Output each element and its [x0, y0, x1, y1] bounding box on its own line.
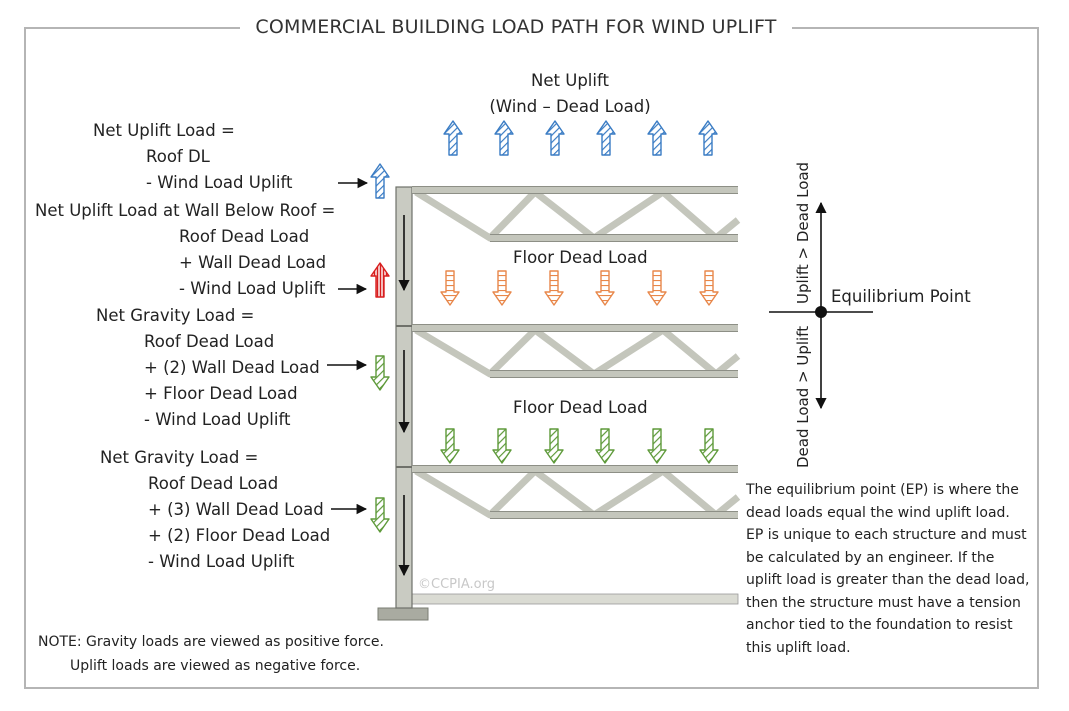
foundation-footing — [377, 607, 429, 621]
floor-truss-lower — [412, 465, 741, 519]
roof-uplift-arrow-icon — [370, 163, 390, 199]
equilibrium-axis — [769, 201, 873, 410]
gravity-label-block-1: Net Gravity Load = Roof Dead Load + (2) … — [96, 306, 320, 429]
floor-dead-load-label-lower: Floor Dead Load — [513, 398, 648, 417]
equilibrium-point-dot — [815, 306, 827, 318]
uplift-arrow-icon — [647, 120, 667, 156]
wall-uplift-arrow-icon — [370, 262, 390, 298]
uplift-arrow-icon — [596, 120, 616, 156]
diagram-title: COMMERCIAL BUILDING LOAD PATH FOR WIND U… — [240, 12, 792, 42]
dead-load-arrow-icon — [647, 270, 667, 306]
wall-uplift-label-block: Net Uplift Load at Wall Below Roof = Roo… — [35, 201, 336, 298]
dead-load-arrow-icon — [440, 270, 460, 306]
roof-uplift-label-block: Net Uplift Load = Roof DL - Wind Load Up… — [93, 121, 293, 192]
gravity-arrow-icon — [370, 355, 390, 391]
gravity-arrow-icon — [595, 428, 615, 464]
equilibrium-explanation: The equilibrium point (EP) is where the … — [746, 482, 1030, 656]
net-uplift-label: Net Uplift (Wind – Dead Load) — [489, 71, 651, 116]
gravity-arrow-icon — [492, 428, 512, 464]
building-structure: ©CCPIA.org — [377, 186, 741, 621]
gravity-arrow-icon — [544, 428, 564, 464]
lower-axis-label: Dead Load > Uplift — [794, 326, 812, 468]
gravity-arrow-icon — [647, 428, 667, 464]
uplift-arrow-icon — [494, 120, 514, 156]
floor-dead-load-arrows-orange — [440, 270, 719, 306]
gravity-arrow-icon — [440, 428, 460, 464]
watermark: ©CCPIA.org — [418, 577, 495, 592]
sign-convention-note: NOTE: Gravity loads are viewed as positi… — [38, 634, 384, 674]
uplift-arrow-icon — [443, 120, 463, 156]
gravity-arrow-icon — [370, 497, 390, 533]
uplift-arrow-icon — [698, 120, 718, 156]
dead-load-arrow-icon — [595, 270, 615, 306]
equilibrium-point-label: Equilibrium Point — [831, 287, 971, 306]
gravity-label-block-2: Net Gravity Load = Roof Dead Load + (3) … — [100, 448, 331, 571]
upper-axis-label: Uplift > Dead Load — [794, 162, 812, 304]
floor-dead-load-label-upper: Floor Dead Load — [513, 248, 648, 267]
dead-load-arrow-icon — [492, 270, 512, 306]
gravity-arrow-icon — [699, 428, 719, 464]
roof-truss — [412, 186, 741, 242]
dead-load-arrow-icon — [544, 270, 564, 306]
label-leader-arrows — [327, 177, 369, 515]
wall-uplift-arrow-red — [370, 262, 390, 298]
floor-truss-upper — [412, 324, 741, 378]
ground-slab — [411, 593, 739, 605]
dead-load-arrow-icon — [699, 270, 719, 306]
gravity-arrows-green — [370, 355, 719, 533]
uplift-arrow-icon — [545, 120, 565, 156]
